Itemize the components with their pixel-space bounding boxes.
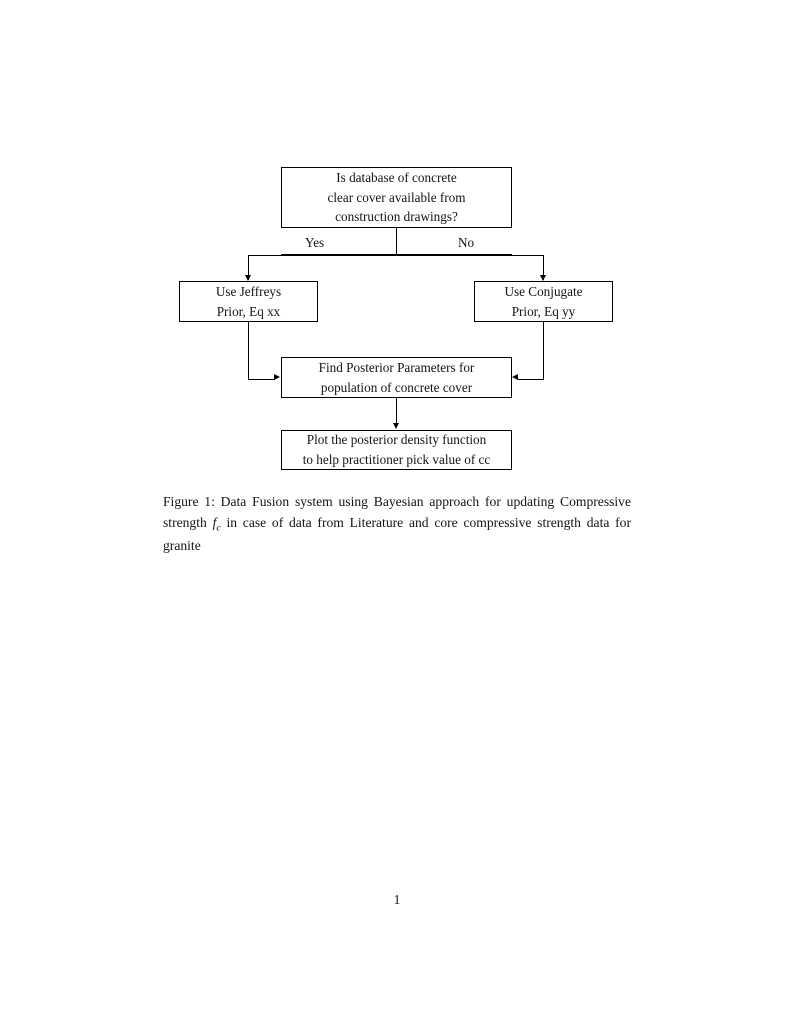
flowchart-figure: Is database of concrete clear cover avai… <box>0 0 794 490</box>
caption-math-symbol: fc <box>212 514 221 534</box>
edge-posterior-to-plot <box>396 398 397 424</box>
node-conjugate-line-2: Prior, Eq yy <box>511 303 576 319</box>
node-decision-line-3: construction drawings? <box>335 209 458 225</box>
node-plot-line-2: to help practitioner pick value of cc <box>302 452 491 467</box>
node-conjugate-line-1: Use Conjugate <box>504 283 583 299</box>
caption-text-before: Data Fusion system using Bayesian approa… <box>163 494 632 530</box>
decision-divider-line <box>396 228 397 255</box>
edge-jeffreys-horizontal <box>248 379 275 380</box>
node-jeffreys-line-1: Use Jeffreys <box>215 283 282 299</box>
flowchart-node-posterior: Find Posterior Parameters for population… <box>281 357 512 398</box>
arrowhead-to-jeffreys <box>245 275 251 281</box>
arrowhead-to-conjugate <box>540 275 546 281</box>
caption-math-subscript: c <box>216 522 221 534</box>
branch-label-no: No <box>458 235 475 250</box>
node-plot-line-1: Plot the posterior density function <box>306 432 487 448</box>
caption-label: Figure 1: <box>163 494 215 509</box>
caption-math-base: f <box>212 514 217 530</box>
arrowhead-conjugate-to-posterior <box>512 374 518 380</box>
edge-decision-no-vertical <box>543 255 544 280</box>
node-posterior-line-2: population of concrete cover <box>320 379 473 395</box>
edge-decision-yes-vertical <box>248 255 249 280</box>
decision-split-bars <box>281 228 512 255</box>
node-decision-line-1: Is database of concrete <box>336 170 457 186</box>
node-jeffreys-line-2: Prior, Eq xx <box>216 303 281 319</box>
edge-jeffreys-vertical <box>248 322 249 380</box>
arrowhead-jeffreys-to-posterior <box>274 374 280 380</box>
decision-bottom-rule <box>281 254 512 255</box>
page-number: 1 <box>393 892 401 907</box>
edge-decision-no-horizontal <box>396 255 544 256</box>
flowchart-node-decision: Is database of concrete clear cover avai… <box>281 167 512 228</box>
figure-caption: Figure 1: Data Fusion system using Bayes… <box>163 492 631 557</box>
branch-label-yes: Yes <box>305 235 325 250</box>
edge-conjugate-vertical <box>543 322 544 380</box>
edge-conjugate-horizontal <box>518 379 544 380</box>
arrowhead-posterior-to-plot <box>393 423 399 429</box>
node-decision-line-2: clear cover available from <box>327 189 466 205</box>
edge-decision-yes-horizontal <box>248 255 397 256</box>
flowchart-node-plot: Plot the posterior density function to h… <box>281 430 512 470</box>
caption-text-after: in case of data from Literature and core… <box>163 514 631 554</box>
node-posterior-line-1: Find Posterior Parameters for <box>318 359 475 375</box>
flowchart-node-jeffreys: Use Jeffreys Prior, Eq xx <box>179 281 318 322</box>
flowchart-node-conjugate: Use Conjugate Prior, Eq yy <box>474 281 613 322</box>
